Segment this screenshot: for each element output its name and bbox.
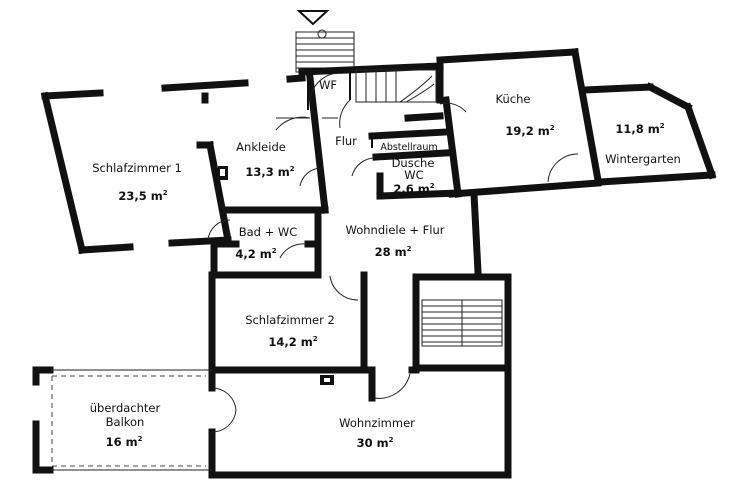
- room-flur: Flur: [335, 134, 357, 148]
- inner-walls: [32, 69, 462, 474]
- room-name-2: WC: [404, 168, 423, 182]
- room-name: Wohndiele + Flur: [346, 223, 445, 237]
- inner-stairs: [355, 69, 437, 103]
- svg-text:16 m2: 16 m2: [106, 435, 143, 449]
- room-schlafzimmer-2: Schlafzimmer 2 14,2 m2: [245, 313, 335, 349]
- door-swings: [207, 72, 579, 433]
- outer-walls: [40, 47, 717, 479]
- room-name: Ankleide: [236, 140, 286, 154]
- room-wf: WF: [319, 78, 337, 92]
- room-dusche-wc: Dusche WC 2,6 m2: [392, 156, 435, 196]
- room-wohndiele-flur: Wohndiele + Flur 28 m2: [346, 223, 445, 259]
- room-wintergarten: 11,8 m2 Wintergarten: [605, 122, 681, 166]
- room-abstellraum: Abstellraum: [380, 142, 437, 153]
- room-name: Wohnzimmer: [339, 416, 415, 430]
- svg-text:28 m2: 28 m2: [375, 245, 412, 259]
- room-name: Wintergarten: [605, 152, 681, 166]
- entrance-stairs: [295, 29, 355, 73]
- room-bad-wc: Bad + WC 4,2 m2: [235, 225, 297, 261]
- room-name: Küche: [496, 92, 531, 106]
- room-name: WF: [319, 78, 337, 92]
- svg-text:13,3 m2: 13,3 m2: [245, 165, 294, 179]
- svg-text:23,5 m2: 23,5 m2: [118, 189, 167, 203]
- entrance-marker-icon: [296, 10, 330, 26]
- svg-text:14,2 m2: 14,2 m2: [268, 335, 317, 349]
- balcony-outline: [50, 369, 212, 471]
- svg-text:2,6 m2: 2,6 m2: [393, 182, 434, 196]
- room-name: Abstellraum: [380, 142, 437, 153]
- stair-core-stairs: [421, 299, 503, 347]
- svg-text:4,2 m2: 4,2 m2: [235, 247, 276, 261]
- room-balkon: überdachter Balkon 16 m2: [90, 401, 161, 449]
- room-name: Flur: [335, 134, 357, 148]
- room-name: Dusche: [392, 156, 435, 170]
- room-kueche: Küche 19,2 m2: [496, 92, 555, 138]
- svg-text:30 m2: 30 m2: [357, 436, 394, 450]
- room-wohnzimmer: Wohnzimmer 30 m2: [339, 416, 415, 450]
- room-schlafzimmer-1: Schlafzimmer 1 23,5 m2: [92, 161, 182, 203]
- room-name: Schlafzimmer 1: [92, 161, 182, 175]
- room-name: Schlafzimmer 2: [245, 313, 335, 327]
- svg-text:11,8 m2: 11,8 m2: [615, 122, 664, 136]
- room-name: Bad + WC: [239, 225, 298, 239]
- svg-text:19,2 m2: 19,2 m2: [505, 124, 554, 138]
- room-name-2: Balkon: [106, 415, 145, 429]
- room-name: überdachter: [90, 401, 161, 415]
- room-ankleide: Ankleide 13,3 m2: [236, 140, 295, 179]
